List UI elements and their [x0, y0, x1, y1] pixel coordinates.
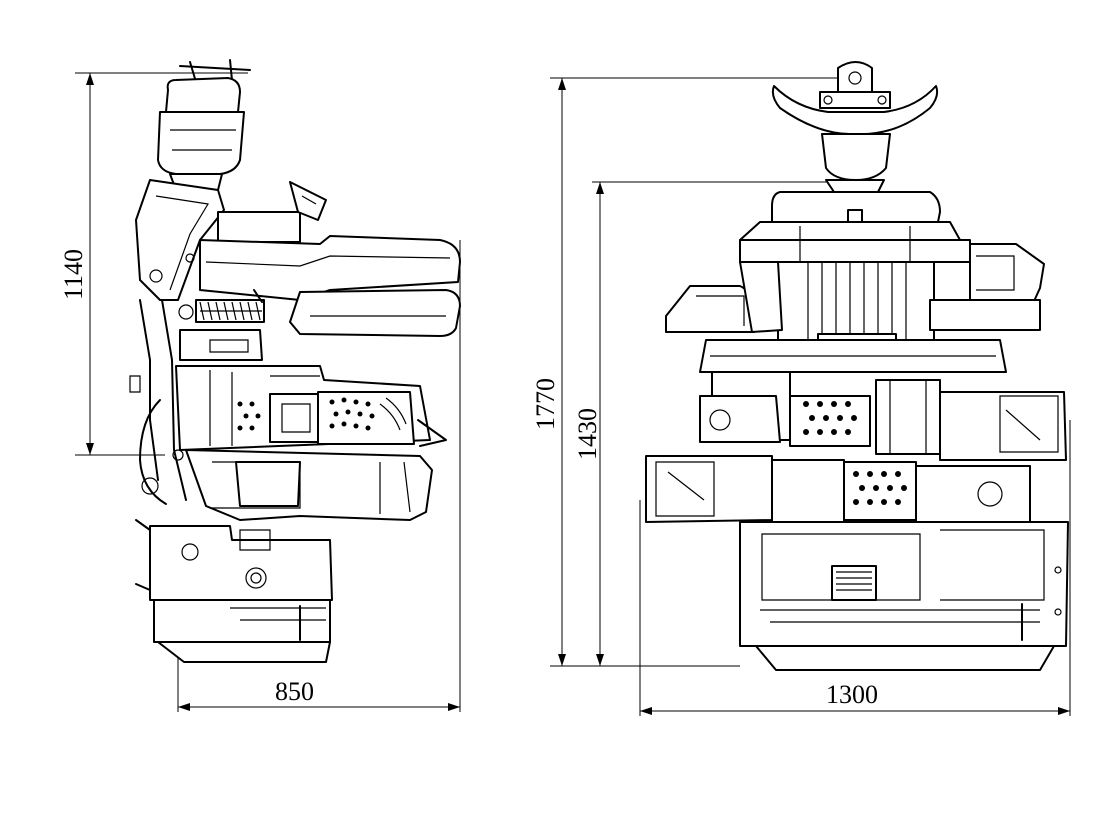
dimension-front-width: 1300 [639, 420, 1071, 716]
left-arm-front [665, 261, 783, 333]
dimension-front-body-height: 1430 [573, 181, 830, 666]
dimension-side-width: 850 [177, 240, 461, 712]
front-view: 1770 1430 1300 [531, 61, 1071, 716]
rotator-front [771, 61, 939, 193]
feed-rollers-front [699, 371, 1067, 461]
dimension-label-850: 850 [275, 677, 314, 706]
mid-housing-side [175, 329, 447, 451]
upper-frame-front [739, 191, 971, 263]
central-column-front [699, 261, 1007, 373]
right-arm-front [929, 243, 1045, 331]
dimension-label-1770: 1770 [531, 378, 560, 430]
lower-arms-front [645, 455, 1031, 523]
upper-arm-side [178, 181, 461, 337]
feed-roller-lower [853, 471, 907, 505]
feed-roller-left [803, 401, 857, 435]
base-box-front [739, 521, 1069, 671]
lower-housing-side [185, 449, 433, 521]
base-box-side [135, 519, 333, 663]
dimension-label-1140: 1140 [59, 249, 88, 300]
dimension-label-1300: 1300 [826, 680, 878, 709]
rotator-link [157, 59, 251, 191]
side-view: 1140 850 [59, 59, 461, 712]
feed-roller-side [237, 397, 375, 431]
dimension-label-1430: 1430 [573, 408, 602, 460]
dimension-side-height: 1140 [59, 72, 248, 456]
dimension-front-total-height: 1770 [531, 77, 846, 667]
main-frame-side [129, 179, 225, 505]
